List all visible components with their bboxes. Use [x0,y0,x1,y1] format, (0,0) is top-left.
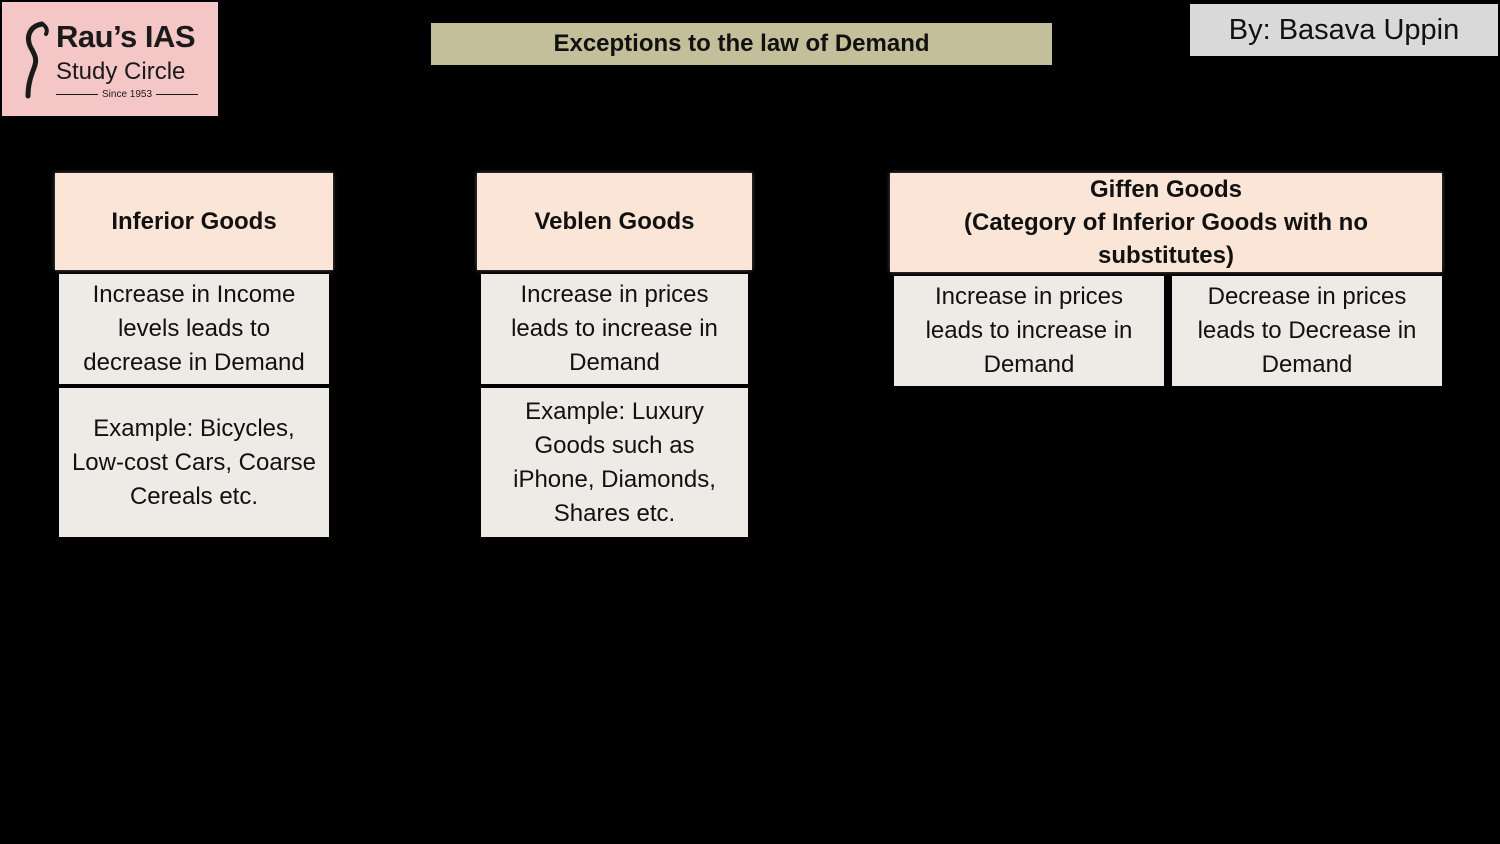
giffen-goods-increase-box: Increase in prices leads to increase in … [894,276,1164,386]
giffen-goods-header-line: (Category of Inferior Goods with no [964,209,1368,236]
veblen-goods-effect-line: Demand [569,349,660,376]
veblen-goods-example-line: Goods such as [534,431,695,459]
inferior-goods-effect-box: Increase in Income levels leads to decre… [59,274,329,384]
giffen-goods-increase-line: Demand [983,351,1075,378]
veblen-goods-example-line: iPhone, Diamonds, [513,465,716,493]
logo-title: Rau’s IAS [56,19,196,54]
logo-quill-icon [25,21,49,99]
veblen-goods-header: Veblen Goods [477,173,752,270]
inferior-goods-example-line: Cereals etc. [129,482,259,510]
giffen-goods-header-line: Giffen Goods [1090,176,1242,203]
veblen-goods-example-line: Shares etc. [553,499,676,527]
giffen-goods-decrease-line: Decrease in prices [1207,283,1407,310]
veblen-goods-effect-box: Increase in prices leads to increase in … [481,274,748,384]
inferior-goods-effect-line: decrease in Demand [83,349,305,376]
slide-title: Exceptions to the law of Demand [431,23,1052,65]
giffen-goods-decrease-box: Decrease in prices leads to Decrease in … [1172,276,1442,386]
veblen-goods-effect-line: Increase in prices [520,281,709,308]
logo-since-text: Since 1953 [101,88,153,100]
inferior-goods-example-line: Low-cost Cars, Coarse [71,448,317,476]
giffen-goods-decrease-line: Demand [1261,351,1353,378]
inferior-goods-example-line: Example: Bicycles, [93,414,295,442]
inferior-goods-effect-line: levels leads to [117,315,271,342]
logo-rule-right [156,93,199,95]
veblen-goods-effect-line: leads to increase in [511,315,718,342]
giffen-goods-increase-line: Increase in prices [934,283,1124,310]
giffen-goods-decrease-line: leads to Decrease in [1197,317,1417,344]
giffen-goods-increase-line: leads to increase in [925,317,1133,344]
veblen-goods-header-line: Veblen Goods [534,208,695,235]
giffen-goods-header-line: substitutes) [1097,242,1234,269]
logo-rule-left [56,93,98,95]
author-label: By: Basava Uppin [1190,4,1498,56]
inferior-goods-example-box: Example: Bicycles, Low-cost Cars, Coarse… [59,388,329,537]
logo: Rau’s IAS Study Circle Since 1953 [2,2,218,116]
logo-subtitle: Study Circle [56,58,186,85]
inferior-goods-header: Inferior Goods [55,173,333,270]
inferior-goods-header-line: Inferior Goods [111,208,277,235]
inferior-goods-effect-line: Increase in Income [92,281,296,308]
veblen-goods-example-box: Example: Luxury Goods such as iPhone, Di… [481,388,748,537]
veblen-goods-example-line: Example: Luxury [525,397,704,425]
logo-since: Since 1953 [56,86,199,102]
giffen-goods-header: Giffen Goods (Category of Inferior Goods… [890,173,1442,272]
